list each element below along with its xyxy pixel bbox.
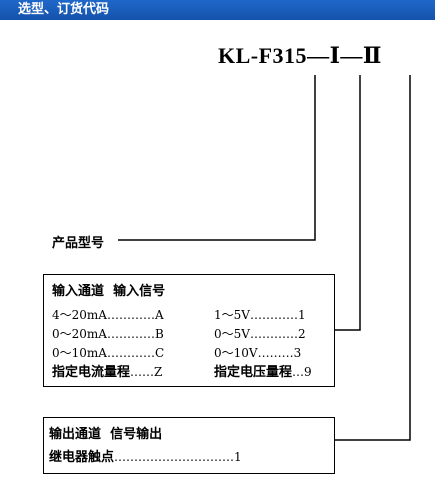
input-heading: 输入通道 输入信号	[52, 285, 165, 299]
product-connector	[118, 75, 316, 241]
option-code: 9	[304, 365, 312, 379]
option-code: 2	[297, 327, 306, 341]
input-option-row: 1～5V…………1	[214, 308, 306, 322]
model-position-2: Ⅱ	[362, 43, 382, 68]
section-header: 选型、订货代码	[0, 0, 435, 20]
option-label: 指定电流量程	[52, 365, 131, 380]
option-label: 0～5V	[214, 327, 250, 341]
option-label: 继电器触点	[49, 450, 115, 465]
option-code: B	[154, 327, 164, 341]
option-leader: …	[292, 365, 305, 379]
option-label: 1～5V	[214, 308, 250, 322]
option-leader: …………	[106, 327, 155, 341]
input-connector	[335, 75, 361, 331]
option-leader: ………	[257, 346, 294, 360]
option-leader: …………	[106, 346, 155, 360]
section-title: 选型、订货代码	[18, 2, 110, 17]
input-option-row: 0～10V………3	[214, 346, 301, 360]
model-separator-1: —	[307, 43, 330, 68]
model-position-1: Ⅰ	[329, 43, 341, 68]
option-leader: …………	[106, 308, 155, 322]
output-options-box: 输出通道 信号输出 继电器触点…………………………1	[43, 417, 335, 474]
output-heading: 输出通道 信号输出	[49, 428, 162, 442]
input-option-row: 0～10mA…………C	[52, 346, 164, 360]
input-option-row: 0～5V…………2	[214, 327, 306, 341]
model-code: KL-F315—Ⅰ—Ⅱ	[218, 43, 382, 69]
option-leader: …………………………	[114, 450, 235, 464]
input-signal-heading: 输入信号	[113, 284, 166, 299]
output-signal-heading: 信号输出	[110, 427, 163, 442]
option-code: 3	[293, 346, 302, 360]
input-option-row: 0～20mA…………B	[52, 327, 164, 341]
option-label: 指定电压量程	[214, 365, 293, 380]
input-option-row: 4～20mA…………A	[52, 308, 164, 322]
option-leader: ……	[130, 365, 155, 379]
option-label: 0～10V	[214, 346, 258, 360]
product-model-label: 产品型号	[52, 236, 105, 251]
option-code: Z	[154, 365, 163, 379]
output-option-row: 继电器触点…………………………1	[49, 450, 242, 465]
option-leader: …………	[249, 308, 298, 322]
option-code: 1	[297, 308, 306, 322]
option-code: 1	[234, 450, 242, 464]
output-connector	[335, 75, 411, 441]
option-code: A	[154, 308, 164, 322]
model-base: KL-F315	[218, 43, 308, 68]
option-leader: …………	[249, 327, 298, 341]
input-option-row: 指定电流量程……Z	[52, 365, 162, 380]
model-separator-2: —	[340, 43, 363, 68]
option-label: 0～10mA	[52, 346, 107, 360]
option-label: 4～20mA	[52, 308, 107, 322]
input-options-box: 输入通道 输入信号 4～20mA…………A 0～20mA…………B 0～10mA…	[43, 274, 335, 387]
input-option-row: 指定电压量程…9	[214, 365, 312, 380]
option-label: 0～20mA	[52, 327, 107, 341]
input-channel-heading: 输入通道	[52, 284, 105, 299]
output-channel-heading: 输出通道	[49, 427, 102, 442]
option-code: C	[154, 346, 165, 360]
